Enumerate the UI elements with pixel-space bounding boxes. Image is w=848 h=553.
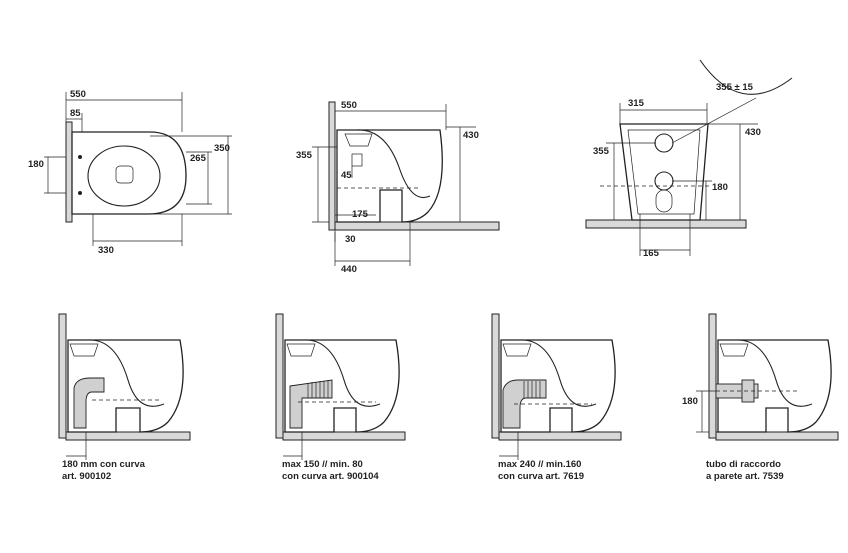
top-dim-85: 85	[70, 108, 81, 119]
top-dim-550: 550	[70, 89, 86, 100]
install-3-wall	[491, 313, 500, 439]
side-dim-355: 355	[296, 150, 313, 161]
top-dim-330: 330	[98, 245, 114, 256]
top-view-fixing-hole-upper	[78, 155, 82, 159]
top-view-bowl-outline	[71, 131, 187, 215]
installation-4: 180	[682, 313, 839, 441]
install-3-corrugation	[523, 381, 541, 398]
top-view-wall	[65, 121, 73, 223]
install-2-body	[284, 339, 400, 433]
front-view: 355 ± 15 315 430 355 180 165	[585, 59, 793, 259]
install-2-wall	[275, 313, 284, 439]
install-3-bowl-curve	[521, 339, 597, 407]
side-view-wall	[328, 101, 336, 231]
install-1-caption: 180 mm con curva art. 900102	[62, 459, 145, 483]
front-dim-355-15: 355 ± 15	[716, 82, 754, 93]
front-view-floor	[585, 219, 747, 229]
install-1-caption-line1: 180 mm con curva	[62, 459, 145, 470]
install-3-caption-line1: max 240 // min.160	[498, 459, 582, 470]
side-view: 550 430 355 45 175 30 440	[296, 100, 500, 275]
side-dim-430: 430	[463, 130, 479, 141]
install-4-bowl-curve	[737, 339, 813, 407]
top-view-drain	[115, 165, 134, 184]
side-dim-440: 440	[341, 264, 357, 275]
install-2-hinge	[286, 343, 316, 357]
front-view-inner-frame	[627, 129, 701, 215]
front-dim-430: 430	[745, 127, 761, 138]
front-view-drain-slot	[655, 189, 673, 213]
top-view: 550 85 180 265 350 330	[28, 89, 232, 256]
top-dim-265: 265	[190, 153, 207, 164]
install-2-bowl-curve	[305, 339, 381, 407]
top-view-fixing-hole-lower	[78, 191, 82, 195]
install-3-caption: max 240 // min.160 con curva art. 7619	[498, 459, 584, 483]
install-2-caption: max 150 // min. 80 con curva art. 900104	[282, 459, 379, 483]
install-3-floor	[498, 431, 622, 441]
install-3-bend-pipe	[502, 379, 547, 429]
install-1-bowl-curve	[89, 339, 165, 407]
install-4-wall	[708, 313, 717, 439]
install-4-dim-180: 180	[682, 396, 698, 407]
installation-2	[275, 313, 406, 460]
side-dim-30: 30	[345, 234, 356, 245]
install-1-hinge	[69, 343, 99, 357]
install-1-body	[67, 339, 184, 433]
front-dim-355: 355	[593, 146, 610, 157]
install-2-corrugation	[307, 380, 329, 398]
install-1-floor	[65, 431, 191, 441]
top-view-bowl-opening	[87, 145, 161, 207]
install-2-floor	[282, 431, 406, 441]
top-dim-180: 180	[28, 159, 44, 170]
install-3-body	[500, 339, 616, 433]
installation-3	[491, 313, 622, 460]
side-view-floor	[334, 221, 500, 231]
install-1-wall	[58, 313, 67, 439]
side-view-water-inlet	[351, 153, 363, 167]
installation-1	[58, 313, 191, 460]
install-4-caption-line2: a parete art. 7539	[706, 471, 784, 482]
front-view-detail-callout	[699, 59, 793, 95]
side-view-bowl-curve	[355, 129, 431, 198]
front-dim-315: 315	[628, 98, 645, 109]
side-dim-175: 175	[352, 209, 369, 220]
install-4-body	[717, 339, 832, 433]
side-dim-45: 45	[341, 170, 352, 181]
install-3-hinge	[502, 343, 532, 357]
install-3-caption-line2: con curva art. 7619	[498, 471, 585, 482]
install-1-bend-pipe	[73, 377, 105, 429]
side-dim-550: 550	[341, 100, 357, 111]
install-2-bend-pipe	[289, 379, 333, 429]
side-view-body	[336, 129, 443, 223]
install-4-floor	[715, 431, 839, 441]
top-dim-350: 350	[214, 143, 230, 154]
install-1-caption-line2: art. 900102	[62, 471, 112, 482]
install-2-caption-line1: max 150 // min. 80	[282, 459, 363, 470]
install-2-caption-line2: con curva art. 900104	[282, 471, 379, 482]
front-dim-165: 165	[643, 248, 660, 259]
install-4-caption-line1: tubo di raccordo	[706, 459, 781, 470]
front-dim-180: 180	[712, 182, 728, 193]
side-view-seat-hinge	[344, 133, 373, 147]
install-4-hinge	[719, 343, 749, 357]
install-4-caption: tubo di raccordo a parete art. 7539	[706, 459, 784, 483]
